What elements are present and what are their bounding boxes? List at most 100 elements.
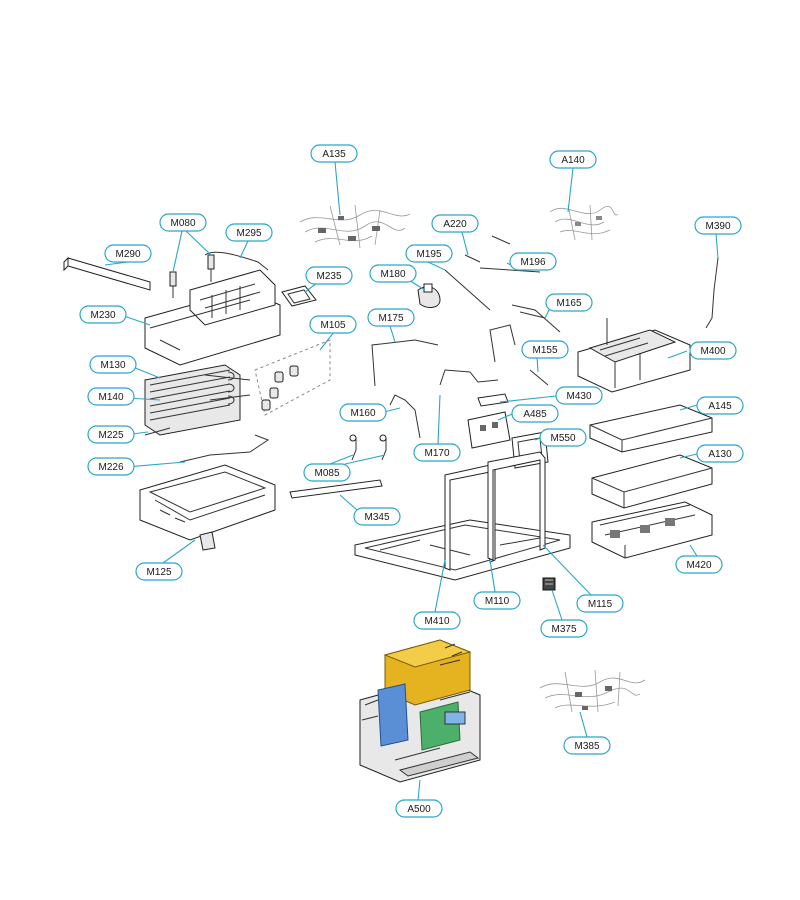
svg-text:A220: A220 bbox=[443, 219, 467, 230]
callout-m140: M140 bbox=[87, 387, 135, 406]
callout-m295: M295 bbox=[225, 223, 273, 242]
svg-text:M125: M125 bbox=[146, 567, 171, 578]
wire-harness-m385 bbox=[539, 669, 646, 713]
callout-m160: M160 bbox=[339, 403, 387, 422]
callout-m290: M290 bbox=[104, 244, 152, 263]
svg-text:M170: M170 bbox=[424, 448, 449, 459]
pipe-m430 bbox=[439, 369, 499, 386]
callout-a220: A220 bbox=[431, 214, 479, 233]
callout-a500: A500 bbox=[395, 799, 443, 818]
pipe-m165 bbox=[511, 304, 561, 333]
bracket-m290 bbox=[63, 256, 151, 291]
plate-m430 bbox=[477, 393, 509, 407]
svg-text:M180: M180 bbox=[380, 269, 405, 280]
callout-m105: M105 bbox=[309, 315, 357, 334]
svg-text:M420: M420 bbox=[686, 560, 711, 571]
callout-m125: M125 bbox=[135, 562, 183, 581]
svg-text:A485: A485 bbox=[523, 409, 547, 420]
svg-text:M375: M375 bbox=[551, 624, 576, 635]
svg-text:M140: M140 bbox=[98, 392, 123, 403]
callout-a145: A145 bbox=[696, 396, 744, 415]
svg-text:M226: M226 bbox=[98, 462, 123, 473]
svg-text:M085: M085 bbox=[314, 468, 339, 479]
callout-m110: M110 bbox=[473, 591, 521, 610]
callout-m235: M235 bbox=[305, 266, 353, 285]
callout-m400: M400 bbox=[689, 341, 737, 360]
callout-m085: M085 bbox=[303, 463, 351, 482]
callout-m230: M230 bbox=[79, 305, 127, 324]
cover-a130 bbox=[591, 454, 713, 509]
svg-text:M155: M155 bbox=[532, 345, 557, 356]
inverter-m400 bbox=[577, 318, 691, 393]
callout-m130: M130 bbox=[89, 355, 137, 374]
wire-harness-a140 bbox=[549, 204, 619, 241]
callout-a140: A140 bbox=[549, 150, 597, 169]
sensor-a220 bbox=[464, 235, 511, 263]
bracket-a485 bbox=[467, 411, 511, 449]
svg-text:M105: M105 bbox=[320, 320, 345, 331]
leader-lines bbox=[104, 161, 719, 801]
callout-a130: A130 bbox=[696, 444, 744, 463]
pipe-m225 bbox=[144, 427, 171, 436]
svg-text:M130: M130 bbox=[100, 360, 125, 371]
callout-m170: M170 bbox=[413, 443, 461, 462]
wire-harness-a135 bbox=[299, 204, 411, 249]
callout-m430: M430 bbox=[555, 386, 603, 405]
svg-text:M165: M165 bbox=[556, 298, 581, 309]
callout-m550: M550 bbox=[539, 428, 587, 447]
pipe-m226 bbox=[179, 434, 270, 463]
svg-text:M175: M175 bbox=[378, 313, 403, 324]
svg-text:M410: M410 bbox=[424, 616, 449, 627]
callout-m375: M375 bbox=[540, 619, 588, 638]
svg-text:M290: M290 bbox=[115, 249, 140, 260]
rod-m196 bbox=[479, 267, 541, 273]
pipe-m170 bbox=[489, 324, 516, 363]
svg-text:M110: M110 bbox=[485, 596, 510, 607]
gasket-m235 bbox=[281, 285, 317, 307]
svg-text:A140: A140 bbox=[561, 155, 585, 166]
rod-m195 bbox=[444, 269, 491, 311]
valve-m180 bbox=[417, 283, 441, 308]
pipe-m390 bbox=[705, 257, 719, 329]
callout-m196: M196 bbox=[509, 252, 557, 271]
callout-m345: M345 bbox=[353, 507, 401, 526]
svg-text:A145: A145 bbox=[708, 401, 732, 412]
svg-text:A135: A135 bbox=[322, 149, 346, 160]
upright-frame-m115 bbox=[487, 451, 546, 561]
pipe-m345 bbox=[289, 479, 383, 499]
callout-m420: M420 bbox=[675, 555, 723, 574]
drain-pan-m125 bbox=[139, 464, 276, 551]
callout-a485: A485 bbox=[511, 404, 559, 423]
svg-text:M115: M115 bbox=[588, 599, 613, 610]
callout-m175: M175 bbox=[367, 308, 415, 327]
callout-m410: M410 bbox=[413, 611, 461, 630]
clips-m085 bbox=[349, 434, 387, 461]
svg-text:M195: M195 bbox=[416, 249, 441, 260]
svg-text:M230: M230 bbox=[90, 310, 115, 321]
svg-text:M430: M430 bbox=[566, 391, 591, 402]
fittings-group-m105 bbox=[254, 339, 331, 416]
base-frame-m410 bbox=[354, 519, 571, 581]
callout-a135: A135 bbox=[310, 144, 358, 163]
svg-text:M196: M196 bbox=[520, 257, 545, 268]
module-blue-block bbox=[377, 683, 409, 747]
callout-m195: M195 bbox=[405, 244, 453, 263]
grommet-m375 bbox=[542, 577, 556, 591]
callout-m155: M155 bbox=[521, 340, 569, 359]
callout-m180: M180 bbox=[369, 264, 417, 283]
svg-text:M385: M385 bbox=[574, 741, 599, 752]
callout-m225: M225 bbox=[87, 425, 135, 444]
callout-m385: M385 bbox=[563, 736, 611, 755]
svg-text:M225: M225 bbox=[98, 430, 123, 441]
svg-text:M400: M400 bbox=[700, 346, 725, 357]
svg-text:M550: M550 bbox=[550, 433, 575, 444]
svg-text:A130: A130 bbox=[708, 449, 732, 460]
compressor-module-a500 bbox=[359, 639, 481, 783]
pipe-m160 bbox=[389, 394, 421, 439]
housing-top-m230 bbox=[144, 269, 281, 366]
svg-text:A500: A500 bbox=[407, 804, 431, 815]
callout-m390: M390 bbox=[694, 216, 742, 235]
cover-a145 bbox=[589, 404, 713, 453]
